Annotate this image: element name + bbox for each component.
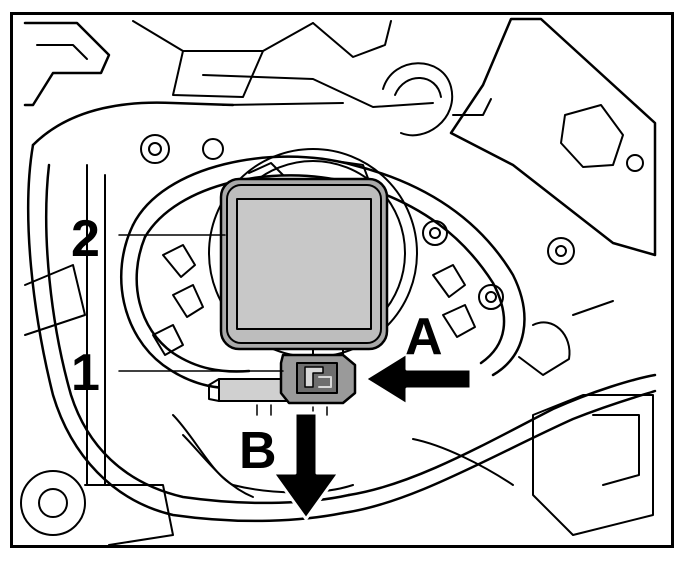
- diagram-frame: 2 1 A B: [10, 12, 674, 548]
- engine-bay-illustration: [20, 17, 657, 545]
- callout-b: B: [239, 422, 277, 480]
- callout-2: 2: [71, 210, 100, 268]
- leader-lines: [118, 234, 284, 372]
- callout-1: 1: [71, 344, 100, 402]
- headlamp-control-module: [219, 177, 389, 362]
- arrow-b: [271, 411, 341, 521]
- callout-a: A: [405, 308, 443, 366]
- module-connector: [208, 353, 357, 416]
- arrow-a: [363, 351, 473, 407]
